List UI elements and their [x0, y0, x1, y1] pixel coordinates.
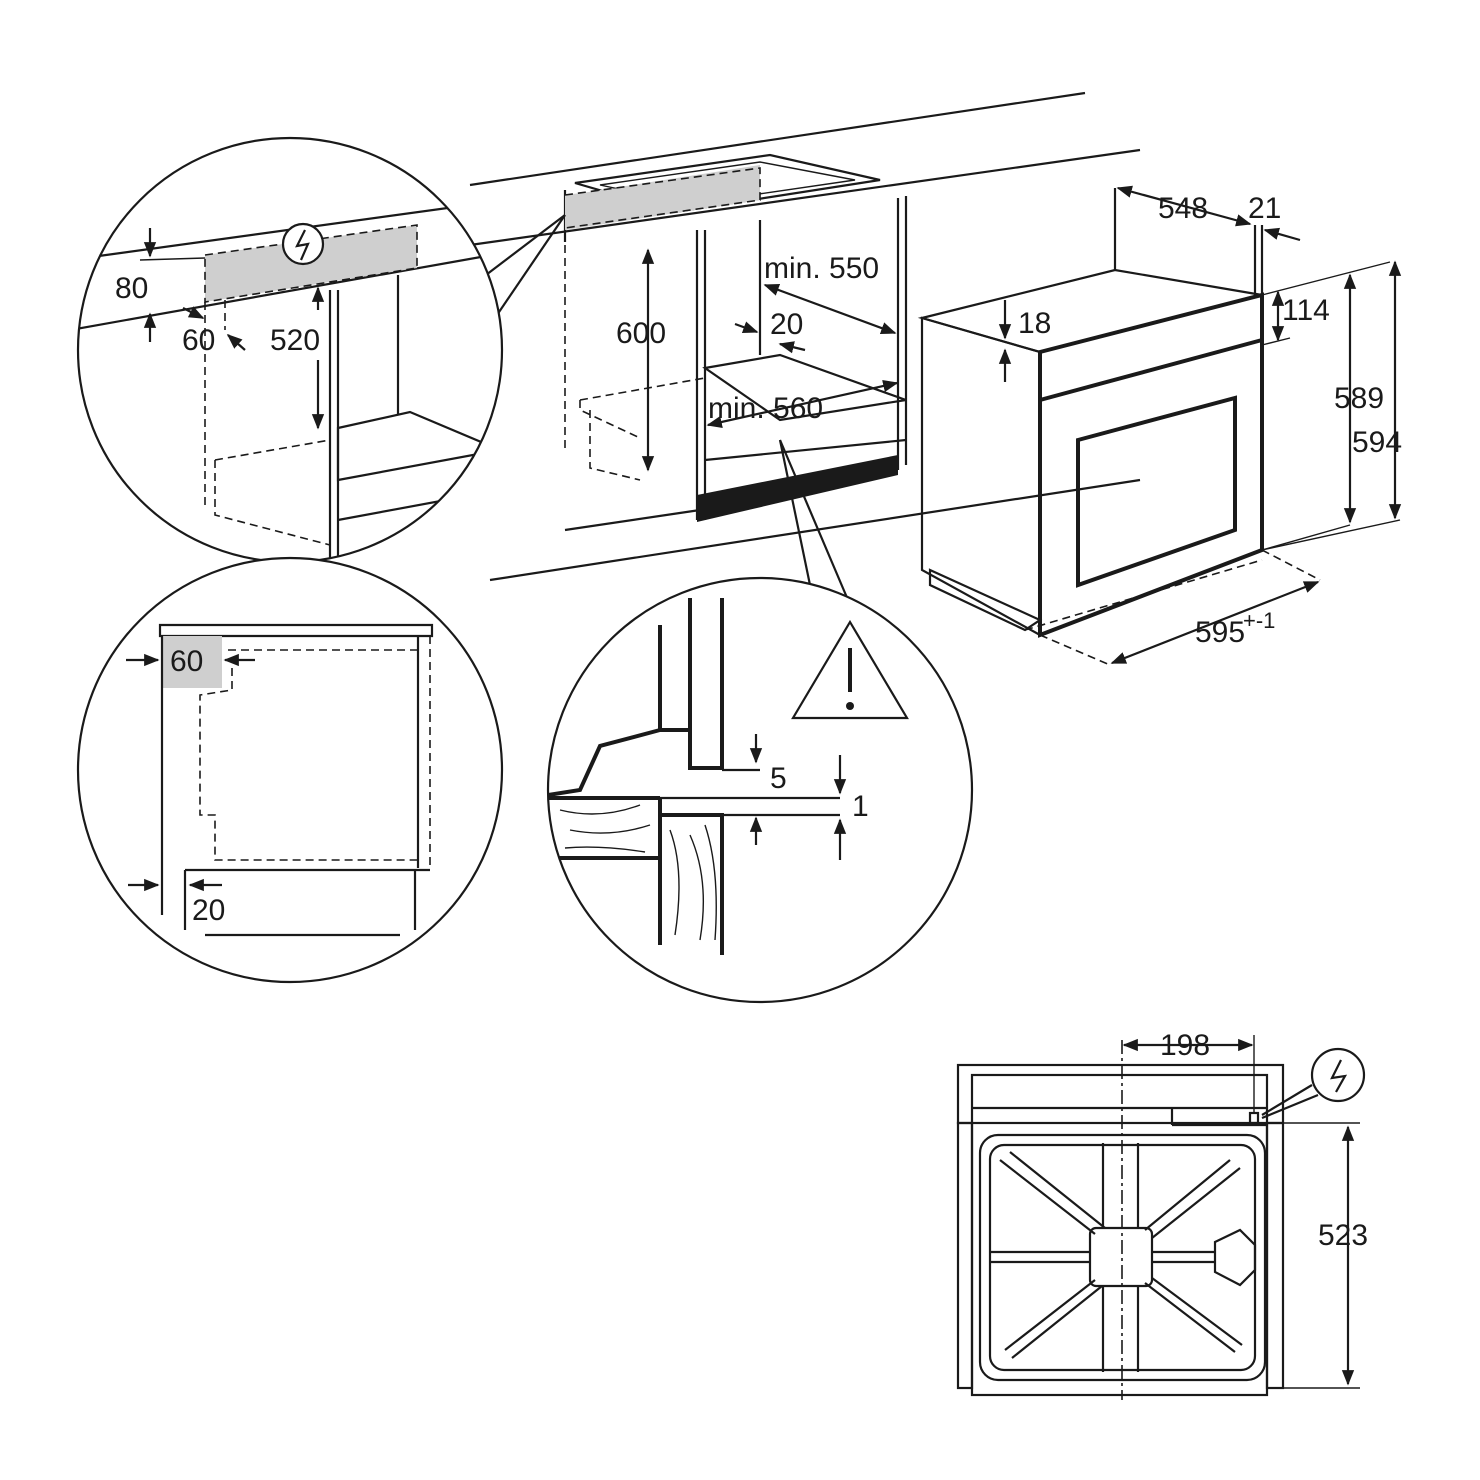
dim-594: 594	[1352, 426, 1402, 459]
dim-1: 1	[852, 790, 869, 823]
dim-60-top: 60	[182, 324, 215, 357]
dim-520: 520	[270, 324, 320, 357]
dim-80: 80	[115, 272, 148, 305]
dim-5: 5	[770, 762, 787, 795]
dim-198: 198	[1160, 1029, 1210, 1062]
rear-electrical-icon	[1310, 1047, 1366, 1103]
dim-114: 114	[1282, 294, 1330, 327]
oven-dimension-view: 548 21 114 18 589 594 595 +-1	[917, 185, 1402, 666]
dim-20-main: 20	[770, 308, 803, 341]
dim-523: 523	[1318, 1219, 1368, 1252]
detail-circle-bottom-middle: 5 1	[546, 576, 974, 1004]
dim-600: 600	[616, 317, 666, 350]
lightning-bolt-icon	[295, 229, 310, 261]
dim-595: 595	[1195, 616, 1245, 649]
dim-20-bottom: 20	[192, 894, 225, 927]
dim-18: 18	[1018, 307, 1051, 340]
dim-min-550: min. 550	[764, 252, 879, 285]
detail-circle-bottom-left: 60 20	[76, 556, 504, 984]
detail-circle-top-left: 80 60 520	[76, 136, 504, 564]
kitchen-cabinet-view: 600 min. 550 20 min. 560	[469, 91, 1141, 601]
dim-595-tolerance: +-1	[1243, 608, 1275, 633]
rear-view: 198 523	[956, 1029, 1368, 1400]
rear-lightning-bolt-icon	[1330, 1059, 1348, 1093]
dim-548: 548	[1158, 192, 1208, 225]
dim-min-560: min. 560	[708, 392, 823, 425]
dim-589: 589	[1334, 382, 1384, 415]
dim-21: 21	[1248, 192, 1281, 225]
dim-60-bottom: 60	[170, 645, 203, 678]
